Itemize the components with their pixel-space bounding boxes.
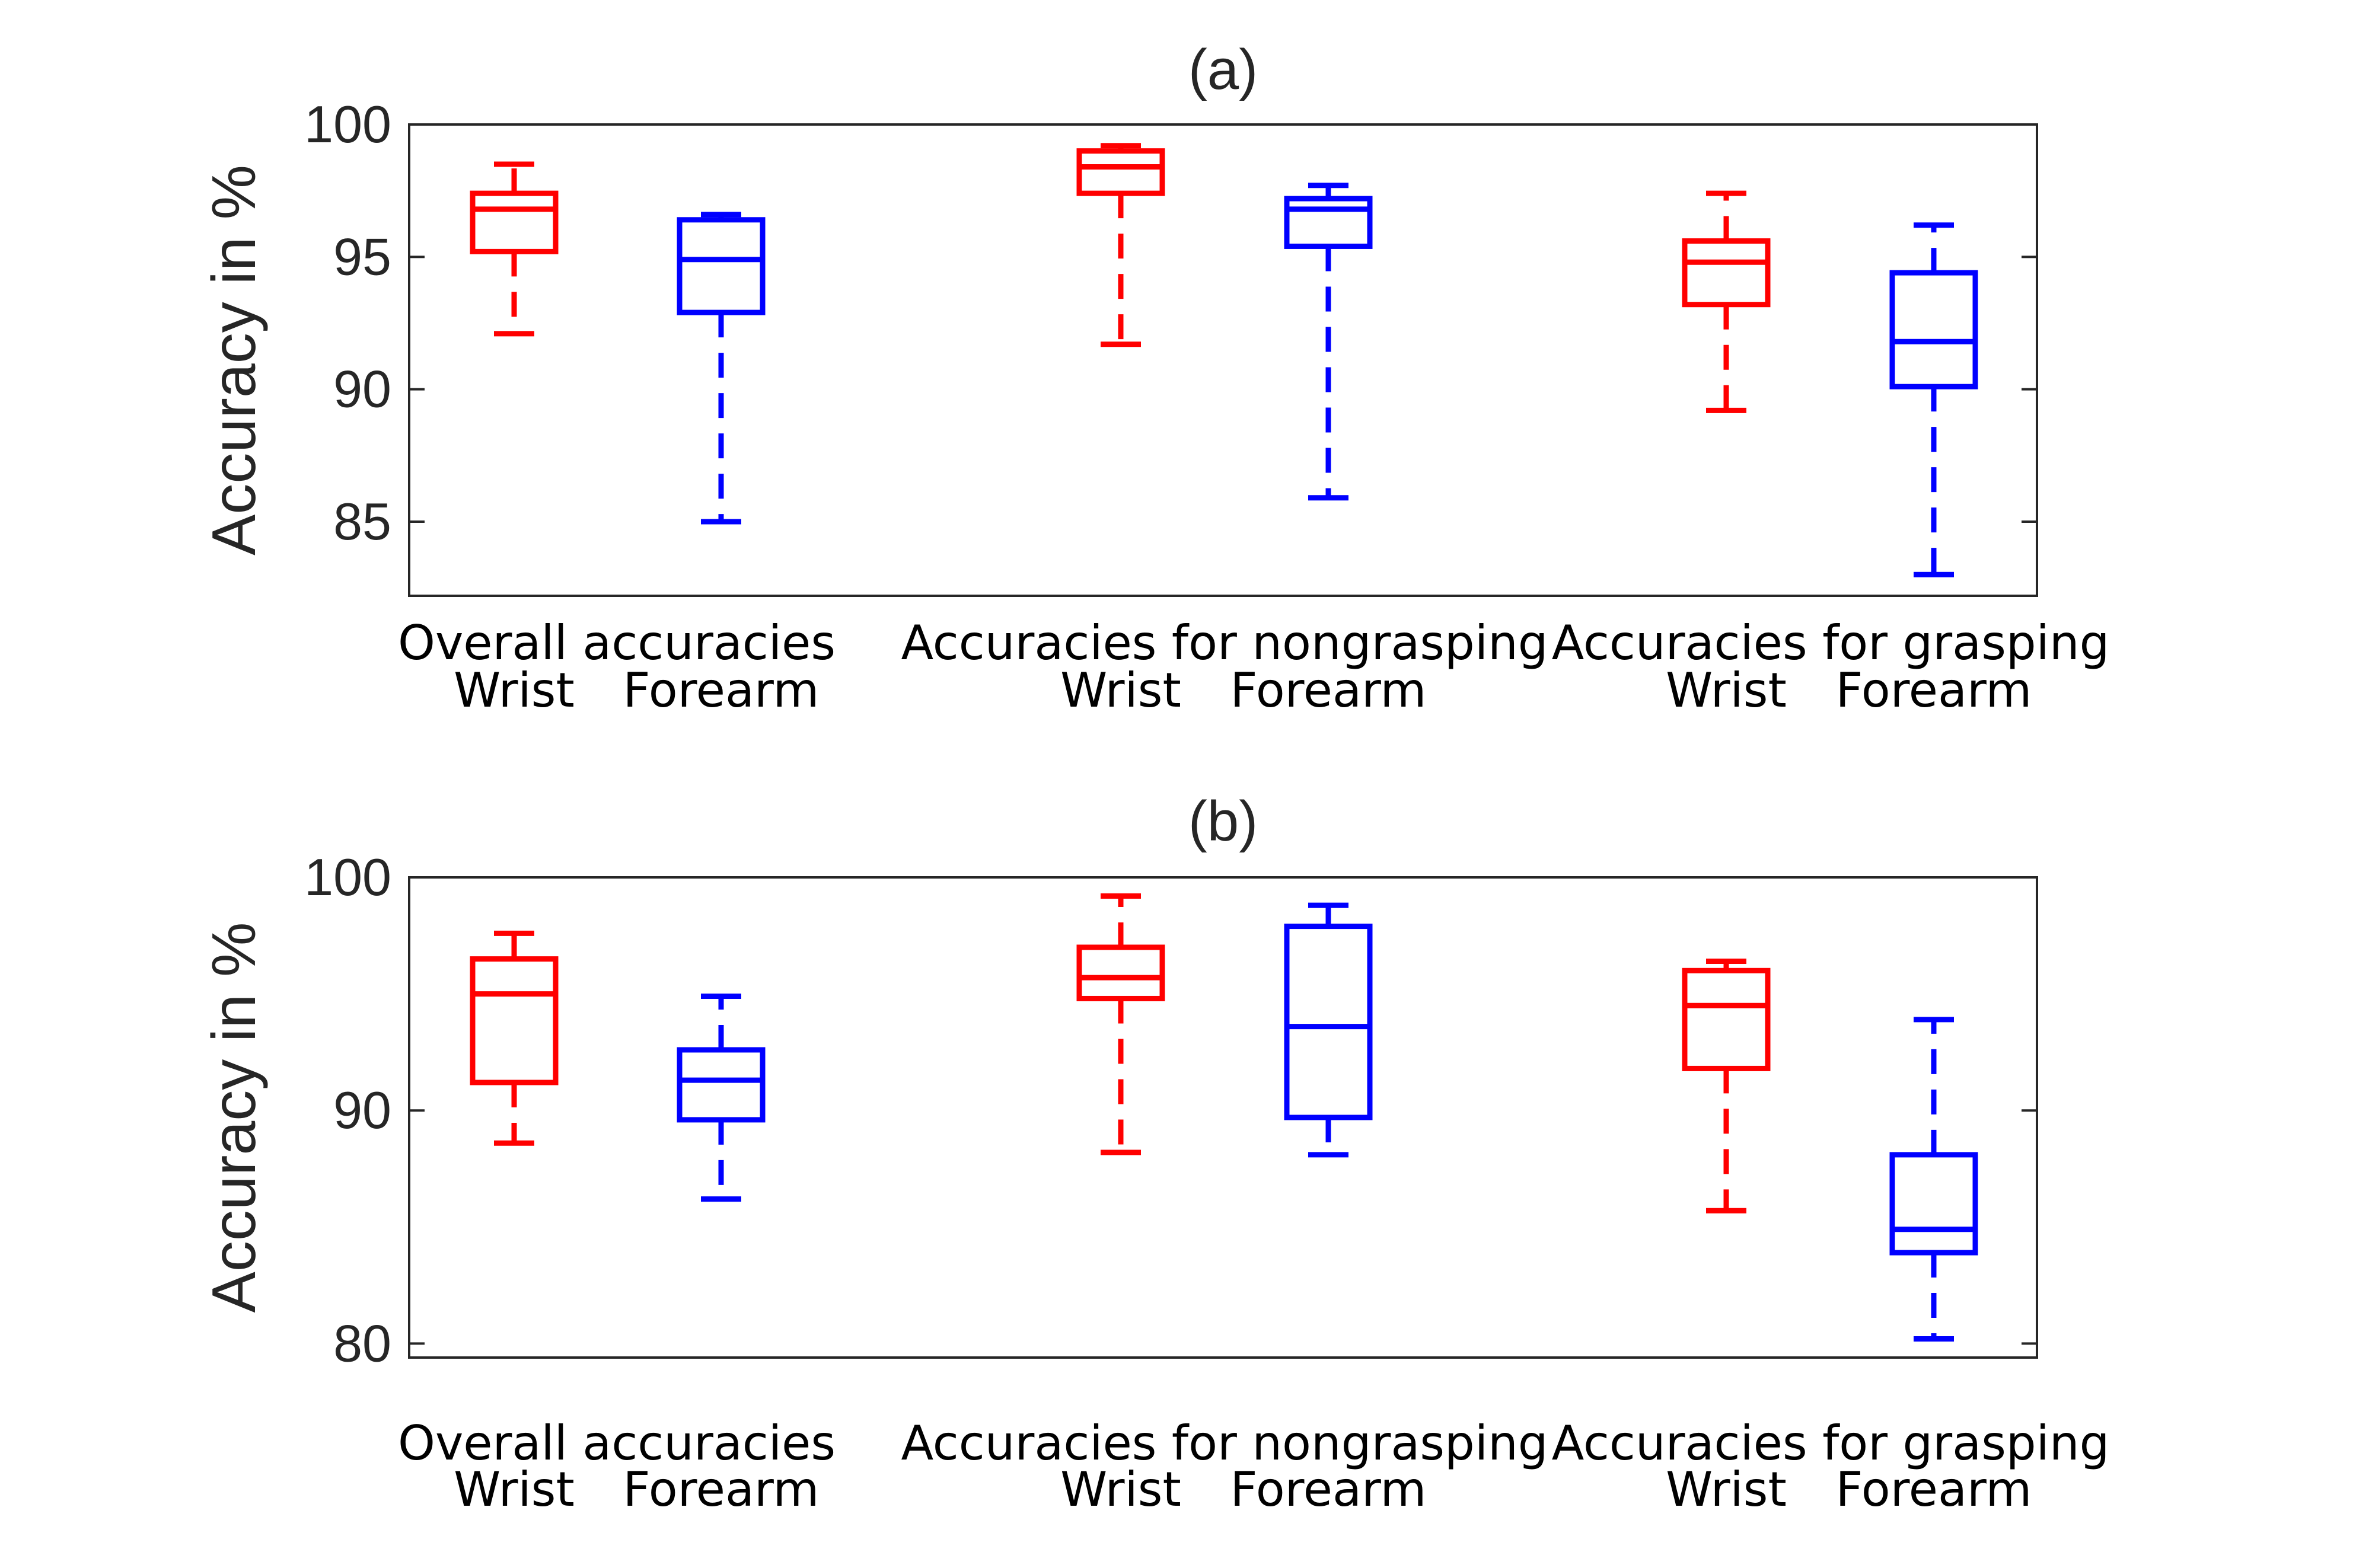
y-tick-label: 90 xyxy=(333,360,391,419)
group-sublabel-wrist: Wrist xyxy=(1060,1462,1181,1517)
group-label: Accuracies for grasping xyxy=(1552,1416,2110,1471)
iqr-box xyxy=(470,956,559,1085)
box-wrist-group-2 xyxy=(1682,190,1771,413)
group-label: Accuracies for nongrasping xyxy=(901,1416,1548,1471)
group-sublabel-wrist: Wrist xyxy=(1666,663,1787,718)
group-sublabel-forearm: Forearm xyxy=(1836,663,2032,718)
group-sublabel-wrist: Wrist xyxy=(1060,663,1181,718)
iqr-box xyxy=(1682,238,1771,308)
box-wrist-group-2 xyxy=(1682,959,1771,1213)
iqr-box xyxy=(677,217,766,315)
box-wrist-group-0 xyxy=(470,930,559,1146)
y-tick-label: 90 xyxy=(333,1081,391,1139)
plot-area-frame xyxy=(408,876,2038,1359)
box-forearm-group-1 xyxy=(1284,183,1373,501)
group-sublabel-forearm: Forearm xyxy=(623,663,820,718)
iqr-box xyxy=(677,1047,766,1123)
group-sublabel-forearm: Forearm xyxy=(1836,1462,2032,1517)
group-label: Accuracies for grasping xyxy=(1552,615,2110,670)
group-sublabel-forearm: Forearm xyxy=(623,1462,820,1517)
box-forearm-group-0 xyxy=(677,994,766,1202)
group-sublabel-wrist: Wrist xyxy=(454,663,575,718)
group-sublabel-forearm: Forearm xyxy=(1230,1462,1427,1517)
chart-title: (b) xyxy=(1188,790,1258,853)
box-forearm-group-1 xyxy=(1284,902,1373,1158)
chart-title: (a) xyxy=(1188,38,1258,101)
group-sublabel-wrist: Wrist xyxy=(1666,1462,1787,1517)
box-wrist-group-1 xyxy=(1076,893,1165,1155)
iqr-box xyxy=(1076,148,1165,196)
y-tick-label: 95 xyxy=(333,227,391,286)
plot-area-frame xyxy=(408,123,2038,597)
group-sublabel-wrist: Wrist xyxy=(454,1462,575,1517)
iqr-box xyxy=(1284,924,1373,1120)
iqr-box xyxy=(1889,1152,1978,1256)
y-axis-label: Accuracy in % xyxy=(200,922,269,1313)
y-tick-label: 85 xyxy=(333,492,391,551)
iqr-box xyxy=(470,190,559,254)
box-forearm-group-0 xyxy=(677,212,766,525)
group-sublabel-forearm: Forearm xyxy=(1230,663,1427,718)
y-tick-label: 80 xyxy=(333,1314,391,1372)
box-wrist-group-0 xyxy=(470,161,559,337)
y-tick-label: 100 xyxy=(304,848,391,906)
iqr-box xyxy=(1284,196,1373,249)
box-forearm-group-2 xyxy=(1889,222,1978,577)
box-wrist-group-1 xyxy=(1076,143,1165,347)
iqr-box xyxy=(1076,944,1165,1001)
group-label: Overall accuracies xyxy=(398,1416,836,1471)
iqr-box xyxy=(1682,967,1771,1071)
group-label: Accuracies for nongrasping xyxy=(901,615,1548,670)
box-forearm-group-2 xyxy=(1889,1017,1978,1342)
group-label: Overall accuracies xyxy=(398,615,836,670)
y-axis-label: Accuracy in % xyxy=(200,165,269,555)
y-tick-label: 100 xyxy=(304,95,391,154)
iqr-box xyxy=(1889,270,1978,389)
